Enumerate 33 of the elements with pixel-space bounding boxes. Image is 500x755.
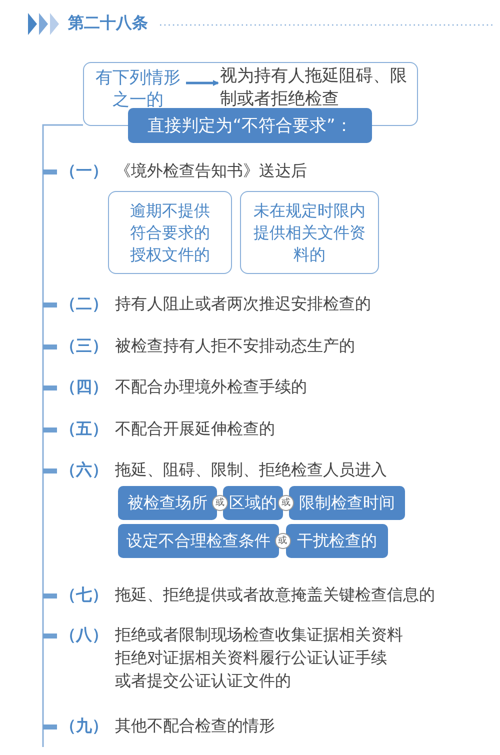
result-text: 视为持有人拖延阻碍、限制或者拒绝检查 bbox=[220, 65, 410, 111]
item-number: （五） bbox=[60, 419, 108, 440]
item-text: 或者提交公证认证文件的 bbox=[115, 671, 291, 692]
item-number: （二） bbox=[60, 294, 108, 315]
title: 第二十八条 bbox=[68, 13, 148, 34]
condition-chip: 区域的 bbox=[223, 486, 283, 520]
item-number: （六） bbox=[60, 460, 108, 481]
condition-box: 逾期不提供符合要求的授权文件的 bbox=[108, 191, 232, 274]
item-text: 持有人阻止或者两次推迟安排检查的 bbox=[115, 294, 371, 315]
condition-chip: 限制检查时间 bbox=[289, 486, 405, 520]
item-number: （四） bbox=[60, 377, 108, 398]
tree-connector bbox=[42, 124, 83, 747]
condition-chip: 设定不合理检查条件 bbox=[118, 524, 279, 558]
item-number: （七） bbox=[60, 585, 108, 606]
item-number: （三） bbox=[60, 336, 108, 357]
arrow bbox=[186, 80, 219, 86]
condition-text: 有下列情形之一的 bbox=[90, 67, 186, 111]
item-text: 《境外检查告知书》送达后 bbox=[115, 161, 307, 182]
item-number: （一） bbox=[60, 161, 108, 182]
condition-chip: 干扰检查的 bbox=[286, 524, 388, 558]
item-text: 拖延、阻碍、限制、拒绝检查人员进入 bbox=[115, 460, 387, 481]
item-text: 拖延、拒绝提供或者故意掩盖关键检查信息的 bbox=[115, 585, 435, 606]
item-number: （八） bbox=[60, 625, 108, 646]
item-text: 不配合开展延伸检查的 bbox=[115, 419, 275, 440]
item-text: 拒绝或者限制现场检查收集证据相关资料 bbox=[115, 625, 403, 646]
item-text: 其他不配合检查的情形 bbox=[115, 716, 275, 737]
item-number: （九） bbox=[60, 716, 108, 737]
condition-box: 未在规定时限内提供相关文件资料的 bbox=[240, 191, 379, 274]
condition-chip: 被检查场所 bbox=[118, 486, 217, 520]
item-text: 拒绝对证据相关资料履行公证认证手续 bbox=[115, 648, 387, 669]
item-text: 不配合办理境外检查手续的 bbox=[115, 377, 307, 398]
item-text: 被检查持有人拒不安排动态生产的 bbox=[115, 336, 355, 357]
verdict-banner: 直接判定为“不符合要求”： bbox=[128, 108, 372, 143]
